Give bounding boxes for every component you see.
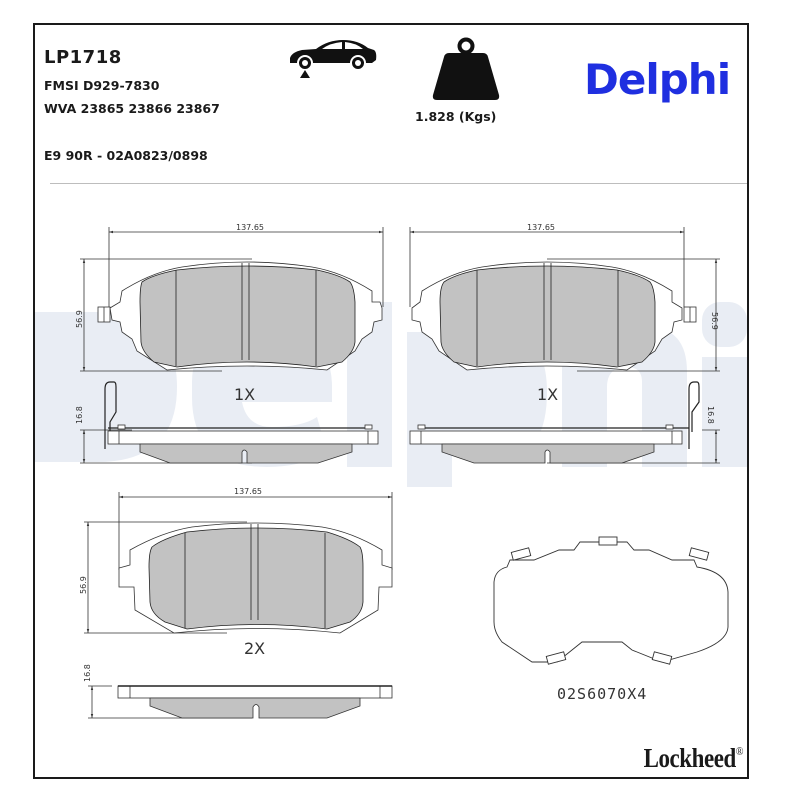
registered-mark: ® bbox=[735, 744, 744, 758]
pad-front-view-top-left bbox=[80, 227, 384, 372]
thickness-dimension-label: 16.8 bbox=[83, 664, 92, 682]
width-dimension-label: 137.65 bbox=[236, 223, 264, 232]
delphi-logo: Delphi bbox=[584, 55, 731, 104]
height-dimension-label: 56.9 bbox=[79, 576, 88, 594]
pad-side-view-top-right bbox=[409, 381, 720, 464]
ece-approval: E9 90R - 02A0823/0898 bbox=[44, 148, 208, 163]
technical-drawings: 137.65 56.9 1X 16.8 bbox=[75, 223, 729, 719]
wva-numbers: WVA 23865 23866 23867 bbox=[44, 101, 220, 116]
lockheed-name: Lockheed bbox=[643, 743, 736, 773]
pad-front-view-bottom-left bbox=[84, 492, 393, 634]
height-dimension-label: 56.9 bbox=[75, 310, 84, 328]
shim-clip-drawing bbox=[493, 536, 729, 665]
header-divider bbox=[50, 183, 747, 184]
quantity-label: 2X bbox=[244, 639, 265, 658]
fmsi-number: FMSI D929-7830 bbox=[44, 78, 160, 93]
weight-icon bbox=[432, 37, 500, 100]
datasheet: LP1718 FMSI D929-7830 WVA 23865 23866 23… bbox=[33, 23, 749, 779]
pad-side-view-top-left bbox=[80, 381, 379, 464]
car-front-axle-icon bbox=[290, 40, 377, 78]
weight-label: 1.828 (Kgs) bbox=[415, 109, 497, 124]
thickness-dimension-label: 16.8 bbox=[75, 406, 84, 424]
product-code: LP1718 bbox=[44, 47, 122, 68]
thickness-dimension-label: 16.8 bbox=[706, 406, 715, 424]
quantity-label: 1X bbox=[537, 385, 558, 404]
width-dimension-label: 137.65 bbox=[234, 487, 262, 496]
lockheed-logo: Lockheed® bbox=[643, 743, 743, 774]
pad-front-view-top-right bbox=[409, 227, 720, 372]
quantity-label: 1X bbox=[234, 385, 255, 404]
pad-side-view-bottom-left bbox=[88, 685, 393, 719]
width-dimension-label: 137.65 bbox=[527, 223, 555, 232]
height-dimension-label: 56.9 bbox=[710, 312, 719, 330]
shim-code-label: 02S6070X4 bbox=[557, 685, 647, 703]
